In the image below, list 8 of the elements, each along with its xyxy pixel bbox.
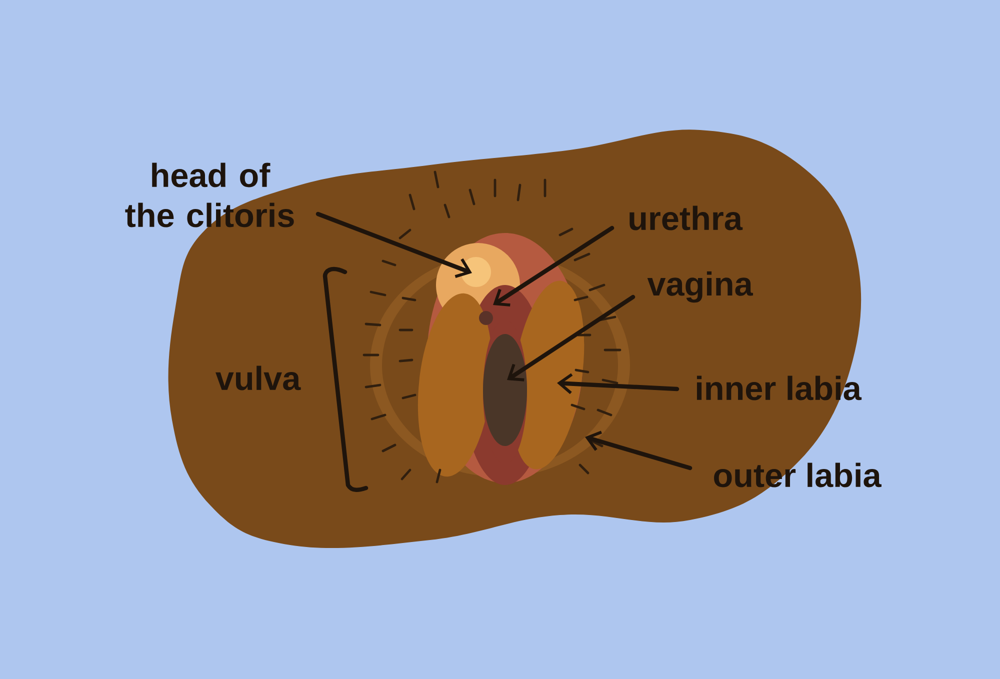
arrow (507, 294, 636, 382)
arrow (316, 212, 472, 278)
part-label: vagina (647, 271, 754, 303)
arrow (557, 373, 680, 394)
part-label: vulva (216, 366, 301, 390)
arrow (493, 226, 614, 306)
part-label: urethra (630, 206, 743, 230)
arrow (585, 430, 692, 470)
